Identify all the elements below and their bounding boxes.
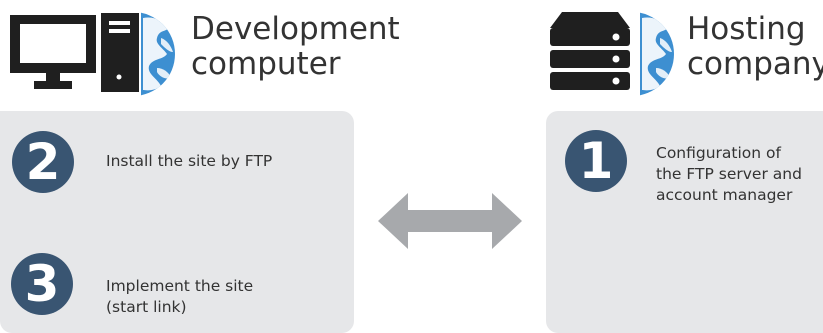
- monitor-icon: [10, 15, 96, 89]
- hosting-title-line-1: Hosting: [687, 11, 806, 47]
- step-1-text: Configuration of the FTP server and acco…: [656, 143, 802, 206]
- step-3-line-1: Implement the site: [106, 277, 254, 295]
- step-3-text: Implement the site (start link): [106, 276, 253, 318]
- step-2-badge: 2: [12, 131, 74, 193]
- step-1-line-1: Configuration of: [656, 144, 781, 162]
- step-3-badge: 3: [11, 253, 73, 315]
- hosting-title-line-2: company: [687, 46, 823, 82]
- step-1-line-2: the FTP server and: [656, 165, 802, 183]
- bidirectional-arrow-icon: [378, 193, 522, 249]
- computer-tower-icon: [101, 13, 139, 92]
- development-title-line-1: Development: [191, 11, 400, 47]
- step-3-line-2: (start link): [106, 298, 187, 316]
- step-2-text: Install the site by FTP: [106, 151, 272, 172]
- development-title-line-2: computer: [191, 46, 341, 82]
- step-1-line-3: account manager: [656, 186, 793, 204]
- globe-icon: [640, 12, 674, 96]
- step-2-line-1: Install the site by FTP: [106, 152, 273, 170]
- step-1-badge: 1: [565, 130, 627, 192]
- server-icon: [550, 12, 630, 90]
- development-computer-title: Development computer: [191, 12, 400, 82]
- hosting-company-title: Hosting company: [687, 12, 823, 82]
- globe-icon: [141, 12, 175, 96]
